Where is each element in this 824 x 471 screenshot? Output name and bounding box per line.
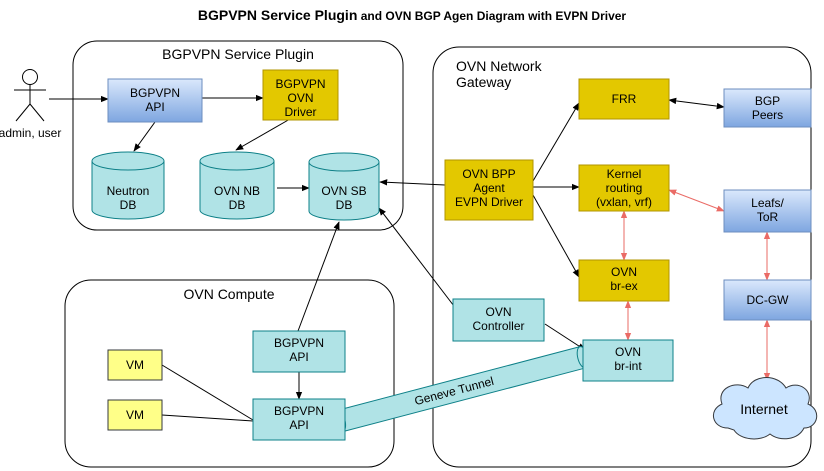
title-sub: and OVN BGP Agen Diagram with EVPN Drive… [357, 9, 626, 23]
edge-controller-to-sb-db [378, 207, 458, 311]
edge-agent-to-sb-db [379, 179, 446, 186]
node-compute-api-bottom-line2: API [289, 418, 308, 432]
node-peers-line1: BGP [755, 94, 780, 108]
db-neutron-line2: DB [120, 198, 137, 212]
node-vm-top-label: VM [126, 358, 144, 372]
node-dc-gw: DC-GW [723, 279, 812, 321]
node-leafs-line2: ToR [757, 210, 779, 224]
cluster-bgpvpn-plugin-label: BGPVPN Service Plugin [162, 46, 314, 62]
node-frr-label: FRR [612, 92, 637, 106]
edge-api-to-neutron-db [133, 121, 156, 152]
node-driver-line1: BGPVPN [275, 77, 325, 91]
node-agent-line1: OVN BPP [462, 167, 515, 181]
diagram-title: BGPVPN Service Plugin and OVN BGP Agen D… [198, 7, 627, 23]
node-leafs-line1: Leafs/ [751, 196, 784, 210]
title-main: BGPVPN Service Plugin [198, 7, 358, 23]
cluster-gateway-label-1: OVN Network [456, 58, 543, 74]
node-internet-label: Internet [740, 401, 788, 417]
node-br-ex-line2: br-ex [610, 279, 637, 293]
node-agent-line2: Agent [473, 181, 505, 195]
node-dc-gw-label: DC-GW [747, 293, 790, 307]
node-driver-line3: Driver [285, 105, 317, 119]
node-controller-line2: Controller [472, 319, 524, 333]
node-compute-api-bottom-line1: BGPVPN [274, 404, 324, 418]
node-frr: FRR [578, 78, 670, 120]
node-agent-line3: EVPN Driver [455, 195, 523, 209]
edge-driver-to-nb-db [235, 118, 291, 151]
node-bgpvpn-api-line1: BGPVPN [130, 86, 180, 100]
node-kernel-line2: routing [606, 181, 643, 195]
edge-agent-to-frr [532, 102, 580, 182]
node-br-ex-line1: OVN [611, 265, 637, 279]
node-compute-api-top-line2: API [289, 350, 308, 364]
node-peers-line2: Peers [752, 108, 783, 122]
edge-agent-to-br-ex [532, 194, 580, 278]
connectors-black [49, 94, 725, 422]
edge-frr-to-bgp-peers [668, 97, 725, 110]
node-compute-api-top-line1: BGPVPN [274, 336, 324, 350]
node-kernel-line3: (vxlan, vrf) [596, 195, 652, 209]
node-br-int-line1: OVN [615, 345, 641, 359]
node-br-int-line2: br-int [614, 359, 642, 373]
db-sb-line2: DB [336, 198, 353, 212]
db-nb-line2: DB [229, 198, 246, 212]
node-vm-top: VM [107, 349, 163, 381]
connectors-red [620, 189, 771, 381]
db-sb-line1: OVN SB [321, 184, 366, 198]
edge-vm-bottom-to-api [161, 414, 254, 422]
db-neutron-line1: Neutron [107, 184, 150, 198]
node-driver-line2: OVN [287, 91, 313, 105]
actor-label: admin, user [0, 126, 61, 140]
cluster-compute-label: OVN Compute [183, 286, 274, 302]
edge-kernel-to-leafs [668, 189, 725, 212]
actor-admin-user: admin, user [0, 69, 61, 140]
node-kernel-line1: Kernel [607, 167, 642, 181]
edge-controller-to-br-int [544, 323, 586, 351]
node-leafs-tor: Leafs/ToR [723, 189, 812, 233]
node-bgpvpn-api-line2: API [145, 100, 164, 114]
edge-compute-api-to-sb-db [297, 221, 340, 332]
node-vm-bottom-label: VM [126, 408, 144, 422]
edge-vm-top-to-api [161, 364, 254, 421]
cluster-gateway-label-2: Gateway [456, 74, 511, 90]
node-controller-line1: OVN [485, 305, 511, 319]
node-internet-cloud: Internet [713, 377, 818, 440]
db-nb-line1: OVN NB [214, 184, 260, 198]
node-vm-bottom: VM [107, 399, 163, 431]
svg-text:Leafs/ToR: Leafs/ToR [751, 196, 784, 224]
